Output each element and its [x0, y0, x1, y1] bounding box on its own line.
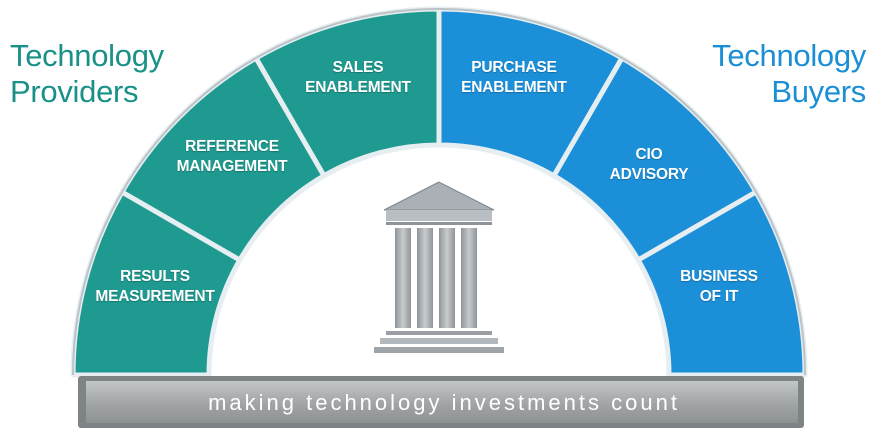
segment-label-line: ENABLEMENT [305, 79, 411, 96]
segment-label-line: OF IT [699, 288, 739, 305]
segment-label-cio-advisory: CIO ADVISORY [559, 145, 739, 185]
arch-rim [72, 8, 806, 376]
segment-label-line: ADVISORY [609, 166, 689, 183]
segment-label-sales-enablement: SALES ENABLEMENT [268, 58, 448, 98]
segment-label-line: PURCHASE [471, 59, 557, 76]
buyers-title-line-2: Buyers [771, 74, 866, 109]
segment-label-line: REFERENCE [185, 138, 279, 155]
segment-label-line: MANAGEMENT [176, 158, 288, 175]
arch-segment [635, 189, 808, 378]
segment-label-reference-management: REFERENCE MANAGEMENT [142, 137, 322, 177]
buyers-title-line-1: Technology [712, 38, 866, 73]
base-bar-face [86, 381, 798, 423]
arch-segments [70, 6, 808, 378]
tagline: making technology investments count [208, 390, 680, 415]
segment-label-line: MEASUREMENT [95, 288, 215, 305]
segment-label-results-measurement: RESULTS MEASUREMENT [65, 267, 245, 307]
providers-title-line-2: Providers [10, 74, 139, 109]
segment-label-business-of-it: BUSINESS OF IT [629, 267, 809, 307]
segment-label-line: ENABLEMENT [461, 79, 567, 96]
segment-label-purchase-enablement: PURCHASE ENABLEMENT [424, 58, 604, 98]
segment-label-line: RESULTS [120, 268, 190, 285]
segment-label-line: BUSINESS [680, 268, 758, 285]
buyers-title: Technology Buyers [712, 38, 866, 110]
segment-label-line: SALES [332, 59, 384, 76]
columned-building-icon [374, 181, 504, 353]
providers-title-line-1: Technology [10, 38, 164, 73]
providers-title: Technology Providers [10, 38, 164, 110]
segment-label-line: CIO [635, 146, 663, 163]
